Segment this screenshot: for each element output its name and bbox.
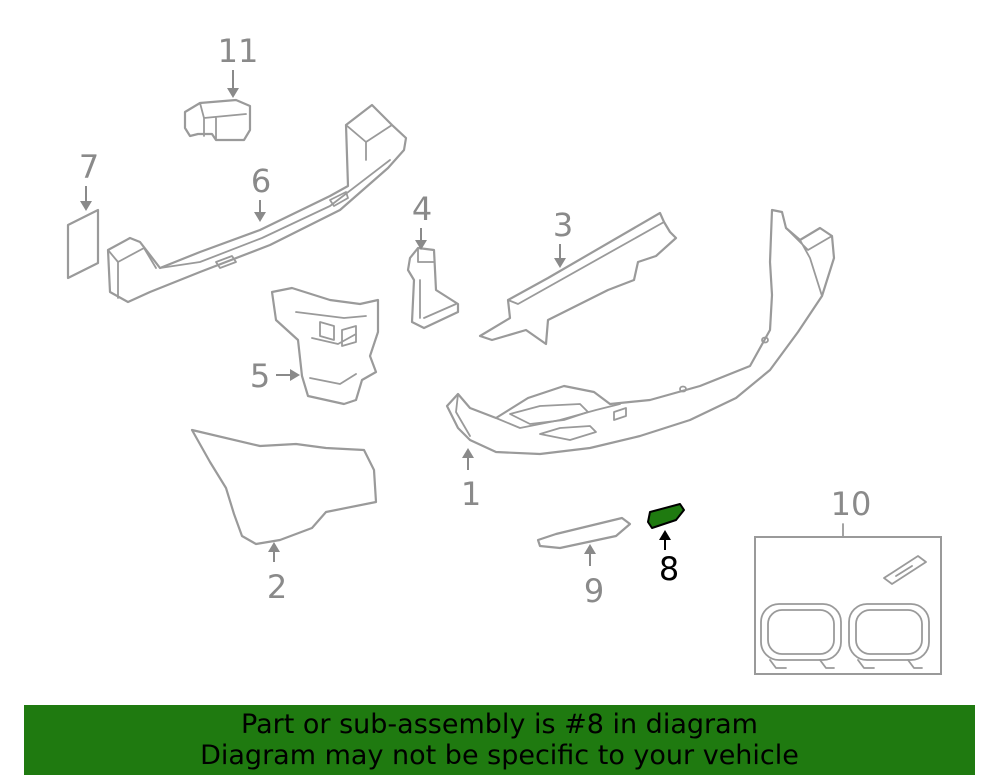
callout-3: 3 — [553, 206, 573, 268]
callout-4: 4 — [412, 190, 432, 250]
svg-text:8: 8 — [659, 550, 679, 588]
part-5-side-bracket — [270, 286, 380, 406]
part-1-bumper-cover — [445, 208, 836, 456]
svg-text:9: 9 — [584, 572, 604, 610]
part-8-highlighted — [647, 503, 685, 529]
callout-8: 8 — [659, 530, 679, 588]
part-9-strip — [536, 516, 632, 550]
part-2-lower-panel — [190, 428, 378, 546]
parts-diagram: 11 7 6 4 3 — [66, 32, 942, 675]
callout-10: 10 — [831, 485, 872, 523]
part-11-bracket — [183, 98, 252, 142]
banner-line-2: Diagram may not be specific to your vehi… — [200, 740, 799, 771]
callout-1: 1 — [461, 448, 481, 513]
banner-line-1: Part or sub-assembly is #8 in diagram — [241, 709, 758, 740]
svg-text:5: 5 — [250, 357, 270, 395]
callout-6: 6 — [251, 162, 271, 222]
callout-5: 5 — [250, 357, 300, 395]
svg-text:6: 6 — [251, 162, 271, 200]
part-3-absorber — [478, 211, 678, 346]
part-6-reinforcement — [106, 103, 408, 304]
callout-2: 2 — [267, 542, 287, 606]
part-7-pad — [66, 208, 100, 280]
svg-text:2: 2 — [267, 568, 287, 606]
part-10-inset — [754, 523, 942, 675]
svg-text:7: 7 — [79, 148, 99, 186]
svg-text:4: 4 — [412, 190, 432, 228]
callout-11: 11 — [218, 32, 259, 98]
svg-text:10: 10 — [831, 485, 872, 523]
callout-7: 7 — [79, 148, 99, 211]
svg-text:3: 3 — [553, 206, 573, 244]
svg-text:11: 11 — [218, 32, 259, 70]
callout-9: 9 — [584, 544, 604, 610]
part-4-bracket — [406, 246, 460, 330]
svg-text:1: 1 — [461, 475, 481, 513]
info-banner: Part or sub-assembly is #8 in diagram Di… — [24, 705, 975, 775]
